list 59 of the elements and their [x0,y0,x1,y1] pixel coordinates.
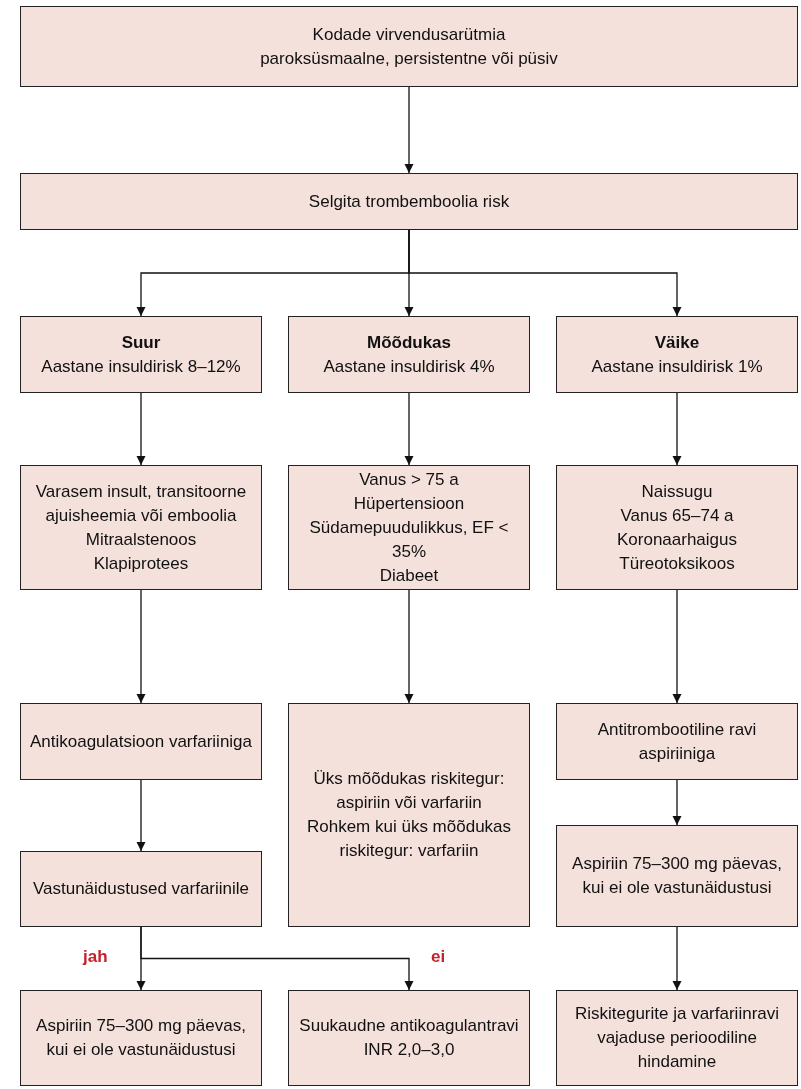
process-box [288,316,530,393]
arrow [136,392,146,466]
box-text: Naissugu [641,480,713,503]
process-box [20,990,262,1086]
box-text: Diabeet [379,564,439,587]
box-text: Vastunäidustused varfariinile [32,878,250,900]
process-box [556,316,798,393]
arrow [404,589,414,704]
box-text: Vanus 65–74 a [620,504,734,527]
arrow [672,926,682,991]
box-text: Hüpertensioon [353,492,465,515]
box-text: Suukaudne antikoagulantravi INR 2,0–3,0 [298,1015,520,1061]
arrow [672,589,682,704]
box-text: Aastane insuldirisk 1% [591,355,763,378]
box-text: Üks mõõdukas riskitegur: aspiriin või varfariin [312,768,506,814]
box-text: Aastane insuldirisk 8–12% [41,355,241,378]
arrow [408,229,682,317]
box-text: paroksüsmaalne, persistentne või püsiv [260,47,558,70]
box-text: Südamepuudulikkus, EF < 35% [308,516,510,563]
box-text: Vanus > 75 a [359,468,459,491]
process-box [556,990,798,1086]
arrow [672,779,682,826]
box-text: Antitrombootiline ravi aspiriiniga [596,718,758,765]
process-box [556,825,798,927]
box-text: Riskitegurite ja varfariinravi vajaduse perioodiline hindamine [573,1003,781,1073]
process-box [20,703,262,780]
process-box [20,465,262,590]
box-text: Koronaarhaigus [617,528,737,551]
box-text: Kodade virvendusarütmia [312,23,506,46]
arrow [404,86,414,174]
arrow [404,392,414,466]
box-text: Klapiprotees [93,552,189,575]
process-box [288,703,530,927]
process-box [556,703,798,780]
process-box [20,6,798,87]
box-text: Mitraalstenoos [85,528,197,551]
arrow [136,589,146,704]
box-text: Aspiriin 75–300 mg päevas, kui ei ole vastunäidustusi [571,853,783,899]
process-box [556,465,798,590]
box-heading: Mõõdukas [366,331,452,354]
arrow [672,392,682,466]
box-text: Türeotoksikoos [619,552,735,575]
box-text: Antikoagulatsioon varfariiniga [29,730,253,753]
arrow [140,926,414,991]
process-box [288,990,530,1086]
process-box [288,465,530,590]
edge-label: ei [429,948,448,965]
box-text: Aspiriin 75–300 mg päevas, kui ei ole vastunäidustusi [35,1015,247,1061]
process-box [20,316,262,393]
box-text: Rohkem kui üks mõõdukas riskitegur: varfariin [305,816,513,862]
box-text: Selgita trombemboolia risk [308,190,510,213]
process-box [20,173,798,230]
box-heading: Väike [654,331,700,354]
box-text: Varasem insult, transitoorne ajuisheemia või emboolia [34,480,248,527]
arrow [136,779,146,852]
box-text: Aastane insuldirisk 4% [323,355,495,378]
edge-label: jah [81,948,110,965]
box-heading: Suur [121,331,161,354]
process-box [20,851,262,927]
